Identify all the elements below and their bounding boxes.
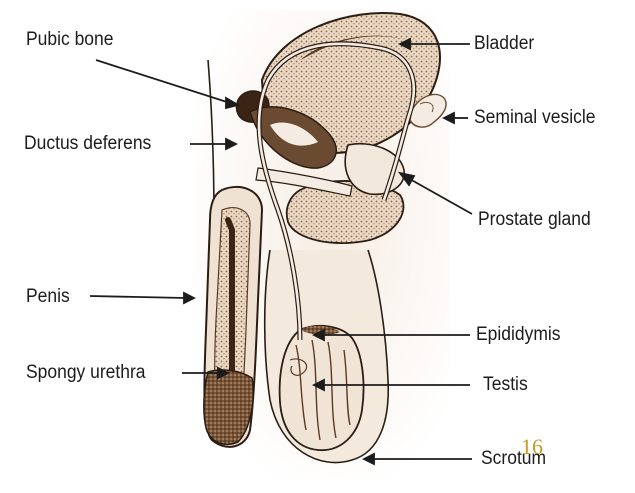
page-number: 16 — [521, 436, 543, 458]
label-pubic-bone: Pubic bone — [26, 30, 113, 49]
label-prostate-gland: Prostate gland — [478, 210, 591, 229]
label-testis: Testis — [483, 375, 528, 394]
label-ductus-deferens: Ductus deferens — [24, 134, 151, 153]
leader-penis — [90, 296, 186, 298]
label-seminal-vesicle: Seminal vesicle — [474, 108, 595, 127]
label-spongy-urethra: Spongy urethra — [26, 363, 146, 382]
label-penis: Penis — [26, 287, 70, 306]
label-epididymis: Epididymis — [476, 325, 561, 344]
label-bladder: Bladder — [474, 34, 534, 53]
